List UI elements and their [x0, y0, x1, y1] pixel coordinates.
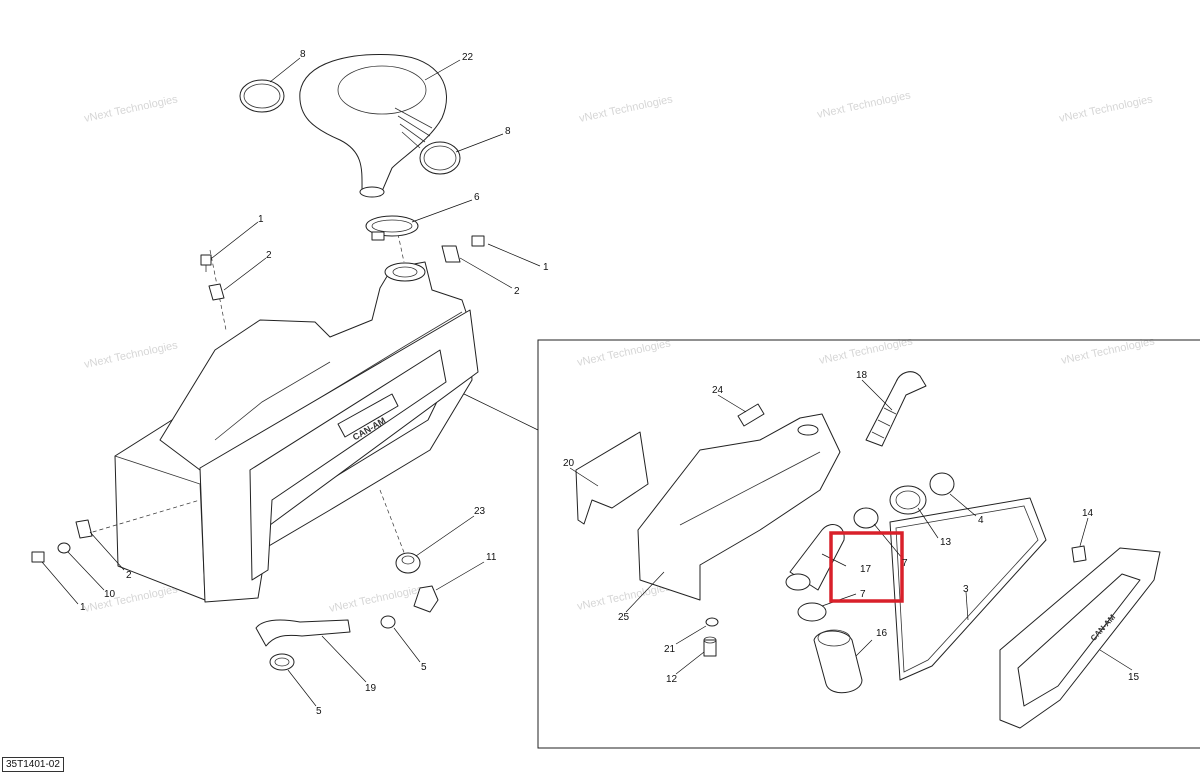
part-18-breather-tube: [865, 371, 927, 447]
part-12-drain-valve: [703, 636, 717, 657]
watermark-11: vNext Technologies: [83, 583, 179, 615]
callout-12: 12: [666, 674, 678, 685]
part-5-clamp-upper: [380, 615, 396, 629]
part-11-elbow-fitting: [413, 585, 439, 613]
watermark-4: vNext Technologies: [816, 89, 912, 121]
callout-2: 2: [266, 250, 272, 261]
callout-4: 4: [978, 515, 984, 526]
part-7-clamp-lower: [797, 602, 827, 622]
callout-16: 16: [876, 628, 888, 639]
airbox-main-assembly: CAN-AM: [85, 233, 479, 603]
part-2-nut-upper-right: [441, 245, 461, 263]
part-16-air-filter: [813, 629, 863, 694]
watermark-text: vNext Technologies: [1058, 93, 1154, 125]
callout-numbers: 8 22 8 6 1 2 1 2 2 10 1 23 11 5 19 5 18 …: [80, 49, 1140, 717]
watermark-text: vNext Technologies: [816, 89, 912, 121]
part-25-airbox-body: [637, 413, 841, 601]
part-6-clamp: [365, 215, 419, 241]
watermark-text: vNext Technologies: [83, 583, 179, 615]
callout-6: 6: [474, 192, 480, 203]
callout-5: 5: [316, 706, 322, 717]
callout-22: 22: [462, 52, 474, 63]
callout-14: 14: [1082, 508, 1094, 519]
watermark-8: vNext Technologies: [576, 337, 672, 369]
part-13-coupler: [889, 485, 927, 515]
part-5-clamp-lower: [269, 653, 295, 671]
watermark-text: vNext Technologies: [83, 339, 179, 371]
callout-21: 21: [664, 644, 676, 655]
callout-18: 18: [856, 370, 868, 381]
watermark-text: vNext Technologies: [578, 93, 674, 125]
callout-1: 1: [80, 602, 86, 613]
callout-20: 20: [563, 458, 575, 469]
callout-15: 15: [1128, 672, 1140, 683]
callout-24: 24: [712, 385, 724, 396]
highlight-box-part-17: [829, 531, 904, 603]
part-23-grommet: [395, 552, 421, 574]
callout-19: 19: [365, 683, 377, 694]
part-2-nut-upper-left: [208, 283, 225, 301]
part-21-hose-clip: [705, 617, 719, 627]
callout-2: 2: [126, 570, 132, 581]
watermark-12: vNext Technologies: [328, 583, 424, 615]
detail-inset-frame: [537, 339, 1200, 749]
callout-17: 17: [860, 564, 872, 575]
callout-25: 25: [618, 612, 630, 623]
watermark-text: vNext Technologies: [83, 93, 179, 125]
part-1-screw-lower-left: [31, 551, 45, 563]
callout-8: 8: [505, 126, 511, 137]
inset-reference-line: [461, 392, 539, 431]
drawing-code-label: 35T1401-02: [2, 757, 64, 772]
part-8-clamp-right: [419, 141, 461, 175]
callout-7: 7: [902, 558, 908, 569]
part-10-washer: [57, 542, 71, 554]
part-3-gasket: [889, 497, 1047, 681]
callout-2: 2: [514, 286, 520, 297]
callout-7: 7: [860, 589, 866, 600]
watermark-text: vNext Technologies: [576, 337, 672, 369]
watermark-1: vNext Technologies: [83, 93, 179, 125]
watermark-text: vNext Technologies: [328, 583, 424, 615]
part-19-drain-hose: [255, 619, 351, 647]
part-22-intake-tube: [299, 54, 447, 198]
callout-13: 13: [940, 537, 952, 548]
part-15-airbox-cover: CAN-AM: [999, 547, 1161, 729]
part-24-label: [737, 403, 765, 427]
part-4-clamp: [929, 472, 955, 496]
leader-lines: [41, 57, 1133, 707]
part-2-nut-lower-left: [75, 519, 93, 539]
watermark-3: vNext Technologies: [578, 93, 674, 125]
part-20-heat-shield: [575, 431, 649, 525]
callout-3: 3: [963, 584, 969, 595]
part-8-clamp-left: [239, 79, 285, 113]
part-7-clamp-upper: [853, 507, 879, 529]
callout-10: 10: [104, 589, 116, 600]
callout-11: 11: [486, 552, 497, 563]
callout-1: 1: [258, 214, 264, 225]
callout-1: 1: [543, 262, 549, 273]
part-14-fastener: [1071, 545, 1087, 563]
watermark-5: vNext Technologies: [1058, 93, 1154, 125]
part-1-screw-upper-right: [471, 235, 485, 247]
callout-23: 23: [474, 506, 486, 517]
part-1-screw-upper-left: [200, 254, 212, 272]
callout-8: 8: [300, 49, 306, 60]
callout-5: 5: [421, 662, 427, 673]
watermark-6: vNext Technologies: [83, 339, 179, 371]
